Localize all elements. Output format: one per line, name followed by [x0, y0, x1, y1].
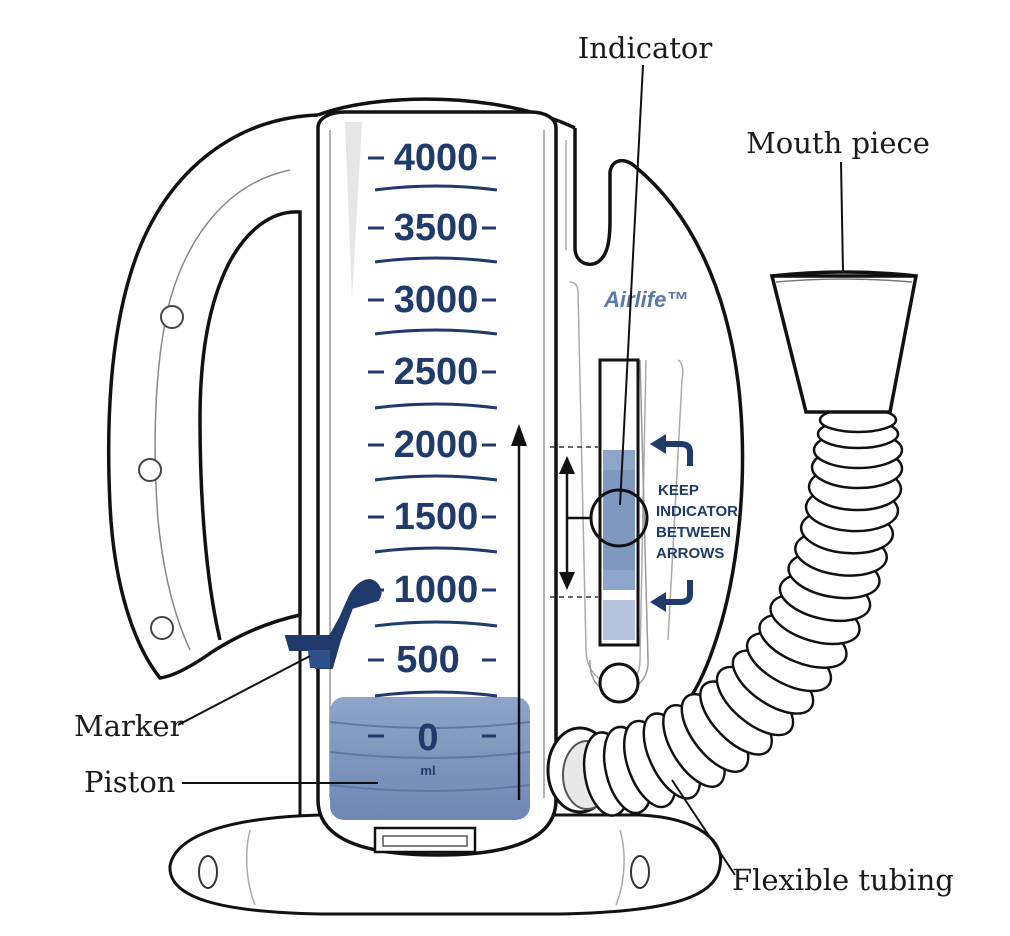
mouth-piece	[769, 270, 919, 414]
leader-lines	[177, 64, 844, 876]
instruction-line: ARROWS	[656, 545, 724, 562]
label-flexible-tubing: Flexible tubing	[732, 863, 954, 897]
unit-label: ml	[420, 763, 435, 778]
device-base	[168, 813, 723, 916]
flexible-tubing	[546, 406, 904, 817]
indicator-window: KEEP INDICATOR BETWEEN ARROWS Airlife™	[550, 281, 738, 704]
device-body	[106, 97, 745, 815]
scale-mark-3500: 3500	[368, 207, 498, 264]
instruction-line: KEEP	[658, 482, 699, 499]
scale-label: 3000	[394, 279, 479, 321]
scale-mark-2000: 2000	[368, 424, 498, 482]
instruction-line: BETWEEN	[656, 524, 731, 541]
scale-mark-500: 500	[368, 639, 498, 698]
label-mouth-piece: Mouth piece	[746, 126, 930, 160]
instruction-line: INDICATOR	[656, 503, 738, 520]
piston	[329, 697, 531, 820]
scale-mark-4000: 4000	[368, 137, 498, 192]
cylinder	[316, 110, 558, 857]
scale-mark-0: 0 ml	[368, 717, 496, 778]
scale-label: 1500	[394, 496, 479, 538]
scale-label: 2500	[394, 351, 479, 393]
scale-mark-2500: 2500	[368, 351, 498, 410]
label-piston: Piston	[84, 765, 175, 799]
scale-mark-1500: 1500	[368, 496, 498, 554]
label-marker: Marker	[74, 709, 184, 743]
label-indicator: Indicator	[578, 31, 713, 65]
scale-label: 4000	[394, 137, 479, 179]
brand-logo-text: Airlife™	[603, 287, 688, 312]
scale-label: 500	[396, 639, 459, 681]
volume-scale: 4000 3500 3000 2500 2000	[368, 137, 498, 778]
scale-label: 3500	[394, 207, 479, 249]
marker	[284, 578, 382, 669]
scale-label: 1000	[394, 569, 479, 611]
scale-mark-3000: 3000	[368, 279, 498, 336]
scale-mark-1000: 1000	[368, 569, 498, 628]
scale-label: 2000	[394, 424, 479, 466]
scale-label: 0	[417, 717, 438, 759]
